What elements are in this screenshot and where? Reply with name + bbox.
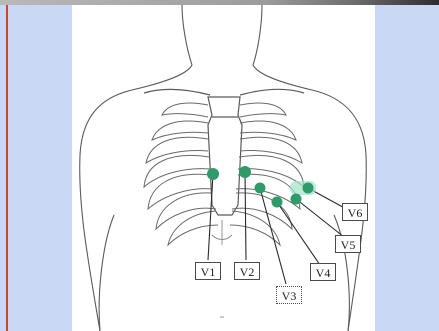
ribs-left xyxy=(144,103,218,245)
lead-label-v3: V3 xyxy=(276,286,302,304)
left-side-panel xyxy=(0,5,72,331)
electrode-v3 xyxy=(255,183,266,194)
body-outline xyxy=(80,5,367,331)
electrode-v1 xyxy=(207,168,219,180)
electrode-v2 xyxy=(239,166,251,178)
electrode-v6 xyxy=(303,183,314,194)
left-red-border xyxy=(6,5,8,331)
lead-label-v6: V6 xyxy=(342,203,368,221)
lead-label-v5: V5 xyxy=(335,235,361,253)
lead-label-v1: V1 xyxy=(195,262,221,280)
chest-electrode-diagram xyxy=(72,5,375,331)
electrode-v4 xyxy=(272,197,283,208)
electrode-v5 xyxy=(291,194,302,205)
right-side-panel xyxy=(375,5,439,331)
clavicles xyxy=(144,89,304,95)
lead-label-v4: V4 xyxy=(310,263,336,281)
lead-label-v2: V2 xyxy=(234,262,260,280)
sternum xyxy=(208,97,242,215)
